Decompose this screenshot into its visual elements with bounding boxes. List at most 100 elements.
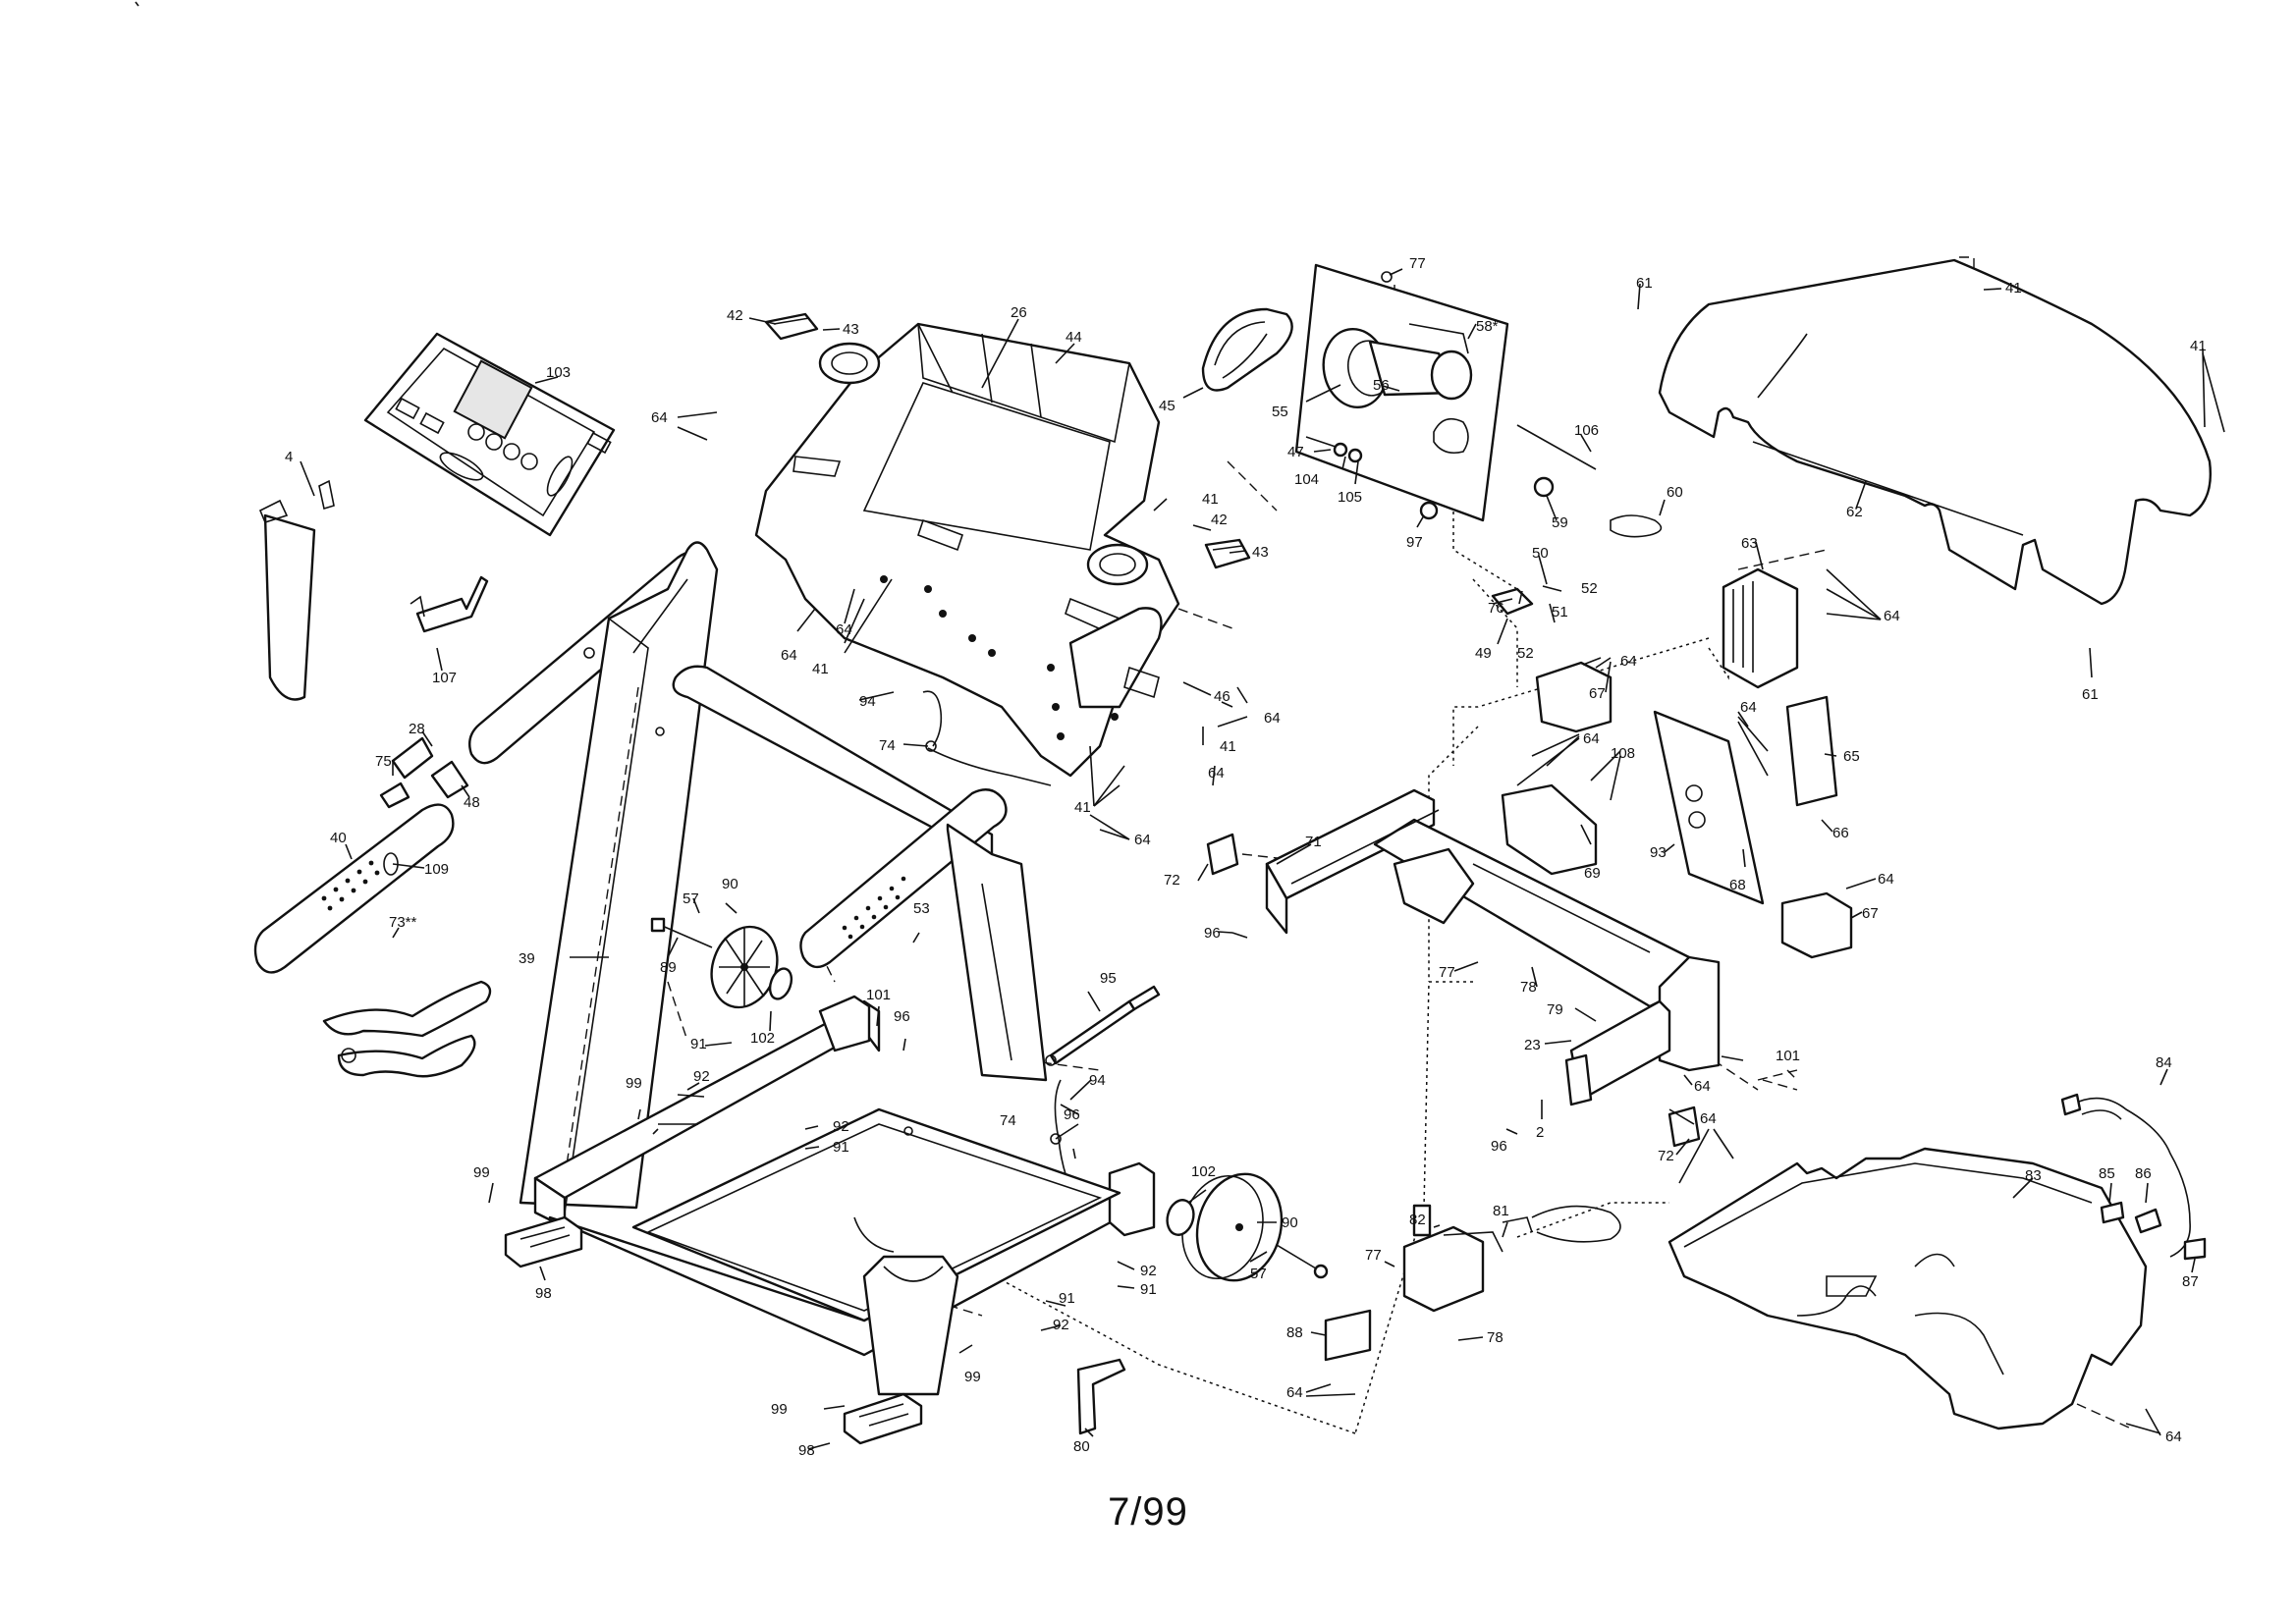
callout-49: 49 (1475, 645, 1492, 662)
callout-96-frame: 96 (1204, 925, 1221, 942)
callout-4: 4 (285, 449, 293, 465)
callout-64-heatsink: 64 (1884, 608, 1900, 624)
callout-109: 109 (424, 861, 449, 878)
callout-96-left: 96 (894, 1008, 910, 1025)
clip-part (410, 575, 489, 633)
callout-75: 75 (375, 753, 392, 770)
callout-41-console-right: 41 (1202, 491, 1219, 508)
roller-wheel-left-part (710, 925, 793, 1009)
callout-26: 26 (1011, 304, 1027, 321)
gas-spring-part (1045, 985, 1161, 1066)
motor-hardware-part (1305, 271, 1663, 538)
callout-84: 84 (2156, 1054, 2172, 1071)
callout-88: 88 (1286, 1324, 1303, 1341)
pulse-grip-part (322, 980, 492, 1078)
callout-43-right: 43 (1252, 544, 1269, 561)
callout-74-lower: 74 (1000, 1112, 1016, 1129)
callout-61-top: 61 (1636, 275, 1653, 292)
callout-41-console-bottom: 41 (1074, 799, 1091, 816)
callout-108: 108 (1611, 745, 1635, 762)
callout-91-mid: 91 (833, 1139, 849, 1156)
callout-91-upper: 91 (690, 1036, 707, 1052)
motor-hood-part (1658, 258, 2212, 606)
callout-leader-lines (300, 268, 2225, 1450)
callout-64-controller: 64 (1286, 1384, 1303, 1401)
callout-74-upper: 74 (879, 737, 896, 754)
base-cover-part (1667, 1147, 2148, 1430)
callout-92-mid: 92 (833, 1118, 849, 1135)
callout-56: 56 (1373, 377, 1390, 394)
callout-98-front: 98 (798, 1442, 815, 1459)
callout-106: 106 (1574, 422, 1599, 439)
safety-key-lanyard-part (258, 479, 335, 701)
callout-77-controller: 77 (1365, 1247, 1382, 1264)
callout-99-rear: 99 (473, 1164, 490, 1181)
power-cord-part (2060, 1093, 2207, 1261)
callout-76: 76 (1488, 600, 1504, 617)
corner-mark (135, 1, 139, 7)
grip-pad-right-part (1204, 538, 1251, 569)
callout-92-front: 92 (1053, 1317, 1069, 1333)
callout-64-bracket: 64 (1208, 765, 1225, 782)
callout-92-lower: 92 (1140, 1263, 1157, 1279)
callout-91-lower: 91 (1140, 1281, 1157, 1298)
callout-51: 51 (1552, 604, 1568, 620)
motor-flywheel-part (1322, 323, 1473, 455)
callout-80: 80 (1073, 1438, 1090, 1455)
callout-87: 87 (2182, 1273, 2199, 1290)
callout-77-motor: 77 (1409, 255, 1426, 272)
callout-95: 95 (1100, 970, 1117, 987)
callout-41-console-a: 41 (812, 661, 829, 677)
callout-28: 28 (409, 721, 425, 737)
callout-65: 65 (1843, 748, 1860, 765)
callout-55: 55 (1272, 404, 1288, 420)
axle-bolt-part (650, 917, 713, 948)
callout-104: 104 (1294, 471, 1319, 488)
callout-23: 23 (1524, 1037, 1541, 1053)
drive-belt-part (1201, 307, 1293, 392)
callout-64-bracket-mid: 64 (1583, 730, 1600, 747)
callout-64-bracket-top: 64 (1620, 653, 1637, 670)
callout-53: 53 (913, 900, 930, 917)
callout-99-front-a: 99 (964, 1369, 981, 1385)
main-frame-part (1265, 788, 1721, 1106)
callout-78-controller: 78 (1487, 1329, 1503, 1346)
console-display-part (363, 332, 616, 537)
callout-79: 79 (1547, 1001, 1563, 1018)
callout-52-top: 52 (1581, 580, 1598, 597)
callout-67-top: 67 (1589, 685, 1606, 702)
callout-52-bottom: 52 (1517, 645, 1534, 662)
controller-board-part (1653, 710, 1765, 905)
callout-96-frame-right: 96 (1491, 1138, 1507, 1155)
console-base-part (754, 322, 1180, 778)
callout-98-rear: 98 (535, 1285, 552, 1302)
callout-48: 48 (464, 794, 480, 811)
callout-39: 39 (519, 950, 535, 967)
lift-bolt-part (1276, 1244, 1329, 1279)
callout-42-right: 42 (1211, 512, 1228, 528)
callout-68: 68 (1729, 877, 1746, 893)
roller-wheel-right-part (1166, 1172, 1284, 1282)
foot-pad-front-part (843, 1392, 923, 1445)
callout-105: 105 (1338, 489, 1362, 506)
foot-pad-rear-part (504, 1215, 583, 1268)
callout-107: 107 (432, 670, 457, 686)
callout-64-frame-lower: 64 (1700, 1110, 1717, 1127)
callout-50: 50 (1532, 545, 1549, 562)
callout-59: 59 (1552, 514, 1568, 531)
base-frame-part (533, 995, 1156, 1396)
left-handlebar-part (253, 803, 455, 974)
callout-61-bottom: 61 (2082, 686, 2099, 703)
callout-90-right: 90 (1282, 1214, 1298, 1231)
callout-64-console-bottom: 64 (1134, 832, 1151, 848)
page-number: 7/99 (1108, 1490, 1188, 1534)
callout-89: 89 (660, 959, 677, 976)
callout-66: 66 (1832, 825, 1849, 841)
callout-64-bracket-right: 64 (1878, 871, 1894, 888)
callout-83: 83 (2025, 1167, 2042, 1184)
callout-99-left: 99 (626, 1075, 642, 1092)
callout-64-board: 64 (1740, 699, 1757, 716)
callout-60: 60 (1667, 484, 1683, 501)
callout-78-frame: 78 (1520, 979, 1537, 996)
